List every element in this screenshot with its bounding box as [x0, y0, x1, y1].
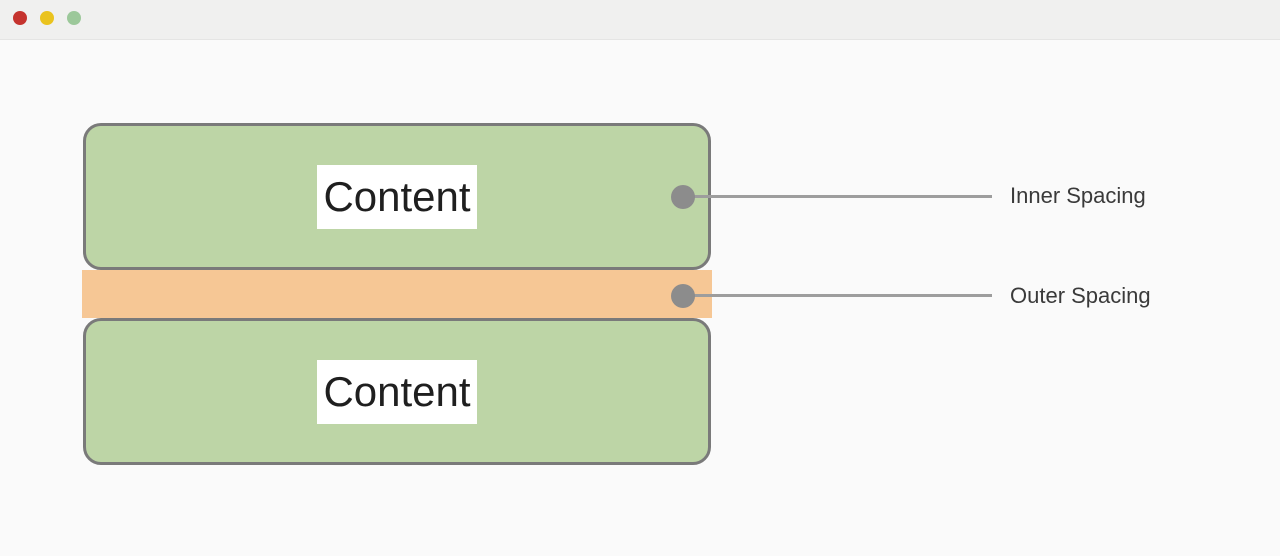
- content-label-top: Content: [317, 164, 477, 229]
- maximize-button[interactable]: [67, 11, 81, 25]
- content-label-bottom: Content: [317, 359, 477, 424]
- close-button[interactable]: [13, 11, 27, 25]
- outer-spacing-label: Outer Spacing: [1010, 283, 1151, 308]
- outer-spacing-connector-line: [683, 294, 992, 297]
- outer-spacing-dot-marker: [671, 284, 695, 308]
- outer-spacing-bar: [82, 270, 712, 318]
- inner-spacing-label: Inner Spacing: [1010, 183, 1146, 208]
- inner-spacing-dot-marker: [671, 185, 695, 209]
- content-box-bottom: Content: [83, 318, 711, 465]
- minimize-button[interactable]: [40, 11, 54, 25]
- window-titlebar: [0, 0, 1280, 40]
- content-box-top: Content: [83, 123, 711, 270]
- inner-spacing-connector-line: [683, 195, 992, 198]
